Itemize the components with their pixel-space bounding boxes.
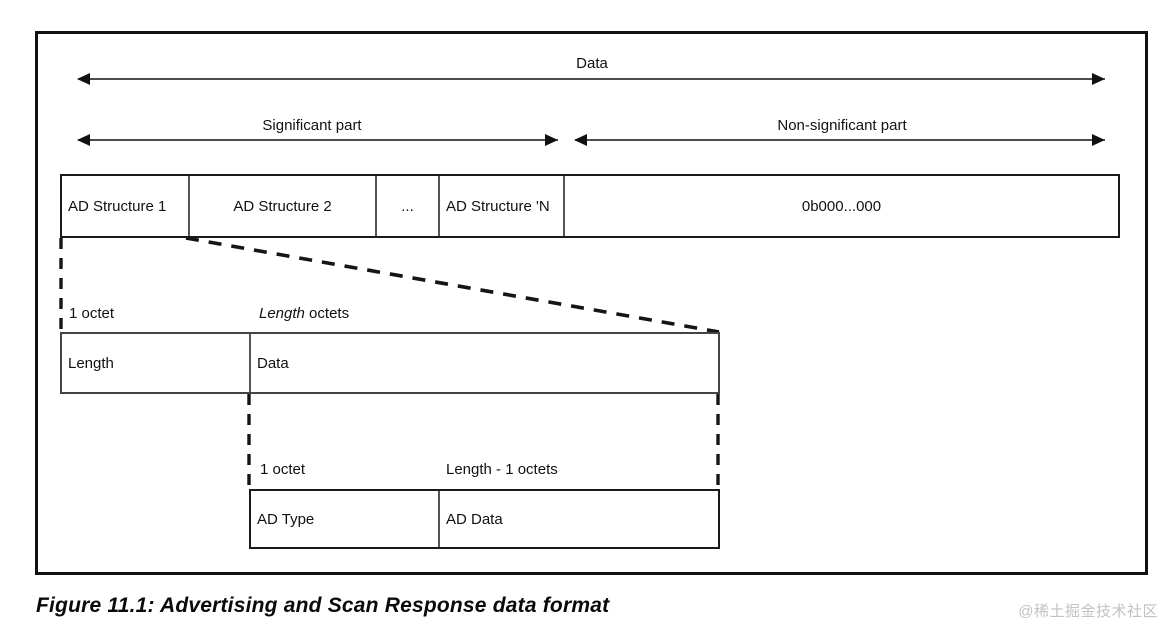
cell-ad-structure-1-label: AD Structure 1 [68,197,167,215]
size-label-length-minus-1-text: Length - 1 octets [446,461,558,478]
size-label-1-octet-l2-text: 1 octet [69,305,115,322]
cell-ad-data-label: AD Data [446,510,503,528]
cell-length-label: Length [68,354,114,372]
cell-ad-structure-1[interactable]: AD Structure 1 [62,176,188,236]
ad-structure-detail-row: Length Data [60,332,720,394]
non-significant-part-label: Non-significant part [777,117,907,134]
cell-length[interactable]: Length [62,334,249,392]
advertising-data-row: AD Structure 1 AD Structure 2 ... AD Str… [60,174,1120,238]
cell-ad-structure-n[interactable]: AD Structure 'N [438,176,563,236]
size-label-octets-text: octets [304,305,350,322]
significant-part-label: Significant part [262,117,362,134]
cell-data[interactable]: Data [249,334,718,392]
cell-ad-data[interactable]: AD Data [438,491,718,547]
cell-ad-structure-2[interactable]: AD Structure 2 [188,176,375,236]
cell-padding-zeros[interactable]: 0b000...000 [563,176,1118,236]
cell-ad-type-label: AD Type [257,510,315,528]
size-label-1-octet-l3-text: 1 octet [260,461,306,478]
cell-ad-structure-2-label: AD Structure 2 [233,197,332,215]
cell-ad-structure-n-label: AD Structure 'N [446,197,550,215]
data-span-label: Data [576,55,608,72]
size-label-length-octets-l2: Length octets [259,306,349,321]
cell-ellipsis-label: ... [401,197,414,215]
size-label-length-minus-1-l3: Length - 1 octets [446,462,558,477]
size-label-1-octet-l3: 1 octet [260,462,305,477]
size-label-length-italic: Length [259,305,305,322]
cell-data-label: Data [257,354,289,372]
cell-ellipsis[interactable]: ... [375,176,438,236]
size-label-1-octet-l2: 1 octet [69,306,114,321]
figure-caption: Figure 11.1: Advertising and Scan Respon… [36,594,610,617]
watermark: @稀土掘金技术社区 [1018,603,1158,620]
cell-ad-type[interactable]: AD Type [251,491,438,547]
cell-padding-zeros-label: 0b000...000 [801,197,882,215]
ad-data-detail-row: AD Type AD Data [249,489,720,549]
